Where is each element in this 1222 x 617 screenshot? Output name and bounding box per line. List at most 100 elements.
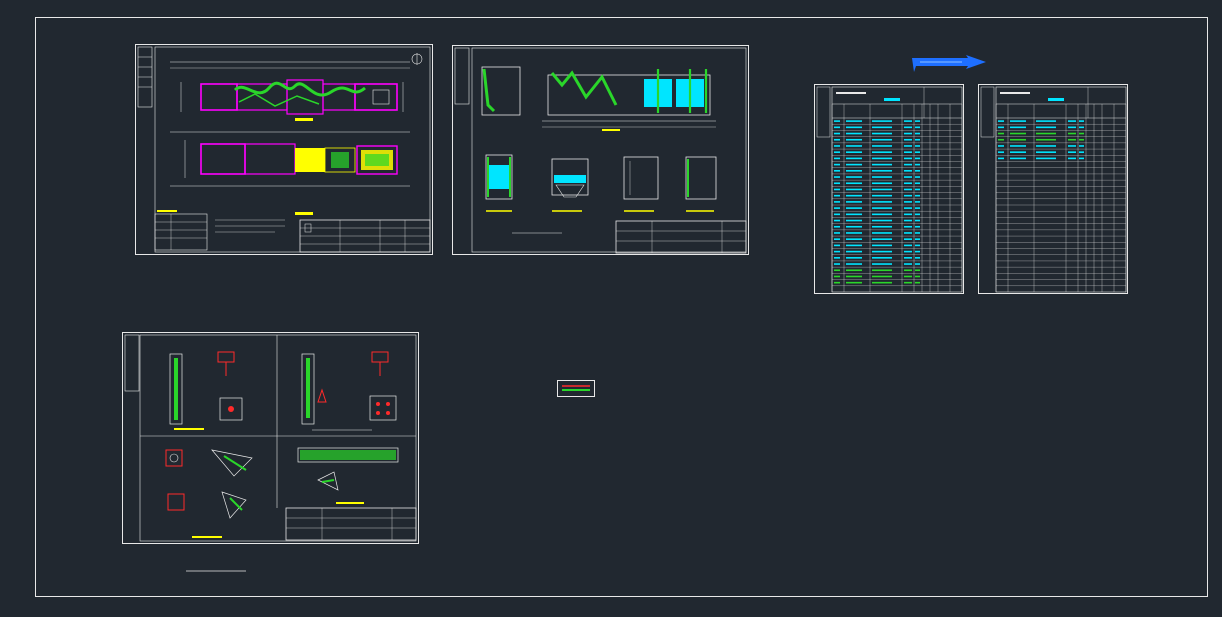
table-cell-entry — [904, 151, 912, 153]
table-cell-entry — [834, 232, 840, 234]
table-cell-entry — [915, 151, 920, 153]
table-sheet-2[interactable] — [978, 84, 1128, 295]
table-cell-entry — [834, 201, 840, 203]
table-cell-entry — [915, 275, 920, 278]
table-cell-entry — [846, 132, 862, 135]
table-cell-entry — [915, 182, 920, 185]
table-cell-entry — [904, 207, 912, 209]
table-cell-entry — [915, 225, 920, 228]
table-cell-entry — [998, 120, 1004, 122]
table-cell-entry — [904, 157, 912, 160]
table-cell-entry — [834, 188, 840, 191]
table-cell-entry — [846, 238, 862, 240]
table-cell-entry — [904, 275, 912, 278]
section-sheet[interactable] — [452, 45, 749, 255]
table-cell-entry — [834, 170, 840, 172]
layer-legend-icon[interactable] — [557, 380, 595, 398]
table-cell-entry — [904, 201, 912, 203]
table-cell-entry — [998, 151, 1004, 153]
table-cell-entry — [904, 213, 912, 216]
table-cell-entry — [1036, 157, 1056, 160]
table-cell-entry — [846, 213, 862, 216]
table-cell-entry — [846, 194, 862, 197]
table-cell-entry — [904, 194, 912, 197]
table-cell-entry — [846, 232, 862, 234]
table-cell-entry — [1079, 126, 1084, 129]
table-cell-entry — [846, 263, 862, 265]
table-cell-entry — [834, 269, 840, 272]
table-cell-entry — [1010, 138, 1026, 141]
table-cell-entry — [846, 182, 862, 185]
table-cell-entry — [846, 145, 862, 147]
table-cell-entry — [915, 213, 920, 216]
table-cell-entry — [872, 182, 892, 185]
detail-sheet[interactable] — [122, 332, 419, 544]
table-cell-entry — [846, 201, 862, 203]
table-cell-entry — [872, 238, 892, 240]
table-cell-entry — [846, 176, 862, 178]
blue-arrow-marker-icon[interactable] — [910, 54, 990, 74]
table-cell-entry — [872, 157, 892, 160]
table-sheet-1-graphic — [814, 84, 964, 294]
table-cell-entry — [846, 219, 862, 222]
table-cell-entry — [1010, 126, 1026, 129]
plan-sheet[interactable] — [135, 44, 433, 255]
table-cell-entry — [846, 163, 862, 166]
table-cell-entry — [834, 275, 840, 278]
table-cell-entry — [1068, 145, 1076, 147]
table-cell-entry — [915, 207, 920, 209]
table-cell-entry — [1010, 120, 1026, 122]
table-cell-entry — [872, 176, 892, 178]
table-cell-entry — [834, 244, 840, 247]
table-cell-entry — [872, 281, 892, 284]
table-cell-entry — [872, 145, 892, 147]
table-cell-entry — [1036, 126, 1056, 129]
table-cell-entry — [834, 151, 840, 153]
table-cell-entry — [904, 281, 912, 284]
table-cell-entry — [904, 176, 912, 178]
table-cell-entry — [915, 281, 920, 284]
table-cell-entry — [872, 201, 892, 203]
table-cell-entry — [1079, 157, 1084, 160]
table-cell-entry — [915, 194, 920, 197]
table-cell-entry — [915, 120, 920, 122]
table-cell-entry — [1079, 145, 1084, 147]
table-cell-entry — [834, 257, 840, 259]
table-cell-entry — [834, 238, 840, 240]
table-cell-entry — [1068, 126, 1076, 129]
table-cell-entry — [904, 120, 912, 122]
table-cell-entry — [1036, 138, 1056, 141]
table-cell-entry — [915, 176, 920, 178]
table-cell-entry — [846, 250, 862, 253]
table-cell-entry — [846, 275, 862, 278]
table-cell-entry — [872, 275, 892, 278]
table-cell-entry — [904, 244, 912, 247]
table-cell-entry — [872, 126, 892, 129]
table-cell-entry — [846, 120, 862, 122]
table-cell-entry — [915, 145, 920, 147]
table-cell-entry — [904, 219, 912, 222]
table-cell-entry — [915, 126, 920, 129]
table-cell-entry — [846, 170, 862, 172]
detail-caption-line — [186, 569, 246, 573]
table-cell-entry — [834, 176, 840, 178]
table-cell-entry — [904, 238, 912, 240]
table-sheet-1[interactable] — [814, 84, 964, 295]
table-cell-entry — [872, 244, 892, 247]
table-cell-entry — [1068, 157, 1076, 160]
table-cell-entry — [834, 225, 840, 228]
table-cell-entry — [872, 225, 892, 228]
table-cell-entry — [915, 257, 920, 259]
table-cell-entry — [1036, 120, 1056, 122]
table-cell-entry — [872, 219, 892, 222]
table-sheet-2-graphic — [978, 84, 1128, 294]
table-cell-entry — [872, 194, 892, 197]
table-cell-entry — [872, 188, 892, 191]
table-cell-entry — [872, 250, 892, 253]
table-cell-entry — [834, 120, 840, 122]
table-cell-entry — [1068, 138, 1076, 141]
table-cell-entry — [915, 170, 920, 172]
table-cell-entry — [846, 138, 862, 141]
table-cell-entry — [1068, 132, 1076, 135]
table-cell-entry — [872, 263, 892, 265]
